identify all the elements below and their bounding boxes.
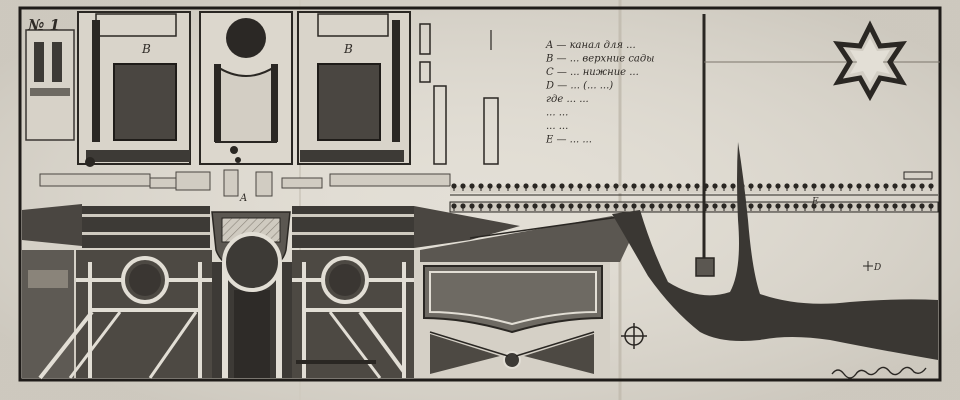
river <box>612 142 938 360</box>
round-basin <box>226 18 266 58</box>
upper-garden <box>25 11 499 167</box>
legend-item: ... ... <box>546 108 568 119</box>
legend-item: E — ... ... <box>545 135 592 146</box>
star-fort-icon <box>833 20 907 102</box>
compass-rose-icon <box>621 323 647 349</box>
legend-item: где ... ... <box>546 94 589 105</box>
cross-marker <box>863 261 873 271</box>
post-base <box>695 257 715 277</box>
legend-item: ... ... <box>546 121 568 132</box>
parterre-left-letter: B <box>141 42 151 56</box>
legend-item: B — ... верхние сады <box>545 54 654 65</box>
alley-letter: E <box>811 197 819 207</box>
parterre-right-letter: B <box>343 42 353 56</box>
legend-item: D — ... (... ...) <box>545 81 613 92</box>
right-area-letter: D <box>873 263 881 273</box>
signature-scribble <box>831 366 927 379</box>
sheet-number: № 1 <box>27 16 60 34</box>
lower-garden <box>22 232 610 380</box>
tree-alley <box>449 171 939 213</box>
legend: A — канал для ... B — ... верхние сады C —… <box>545 40 654 146</box>
canal-letter: A <box>239 193 247 204</box>
legend-item: A — канал для ... <box>545 40 636 51</box>
legend-item: C — ... нижние ... <box>546 67 639 78</box>
brick-row <box>39 169 451 197</box>
map-frame <box>18 6 942 382</box>
wedge-field <box>420 216 636 262</box>
